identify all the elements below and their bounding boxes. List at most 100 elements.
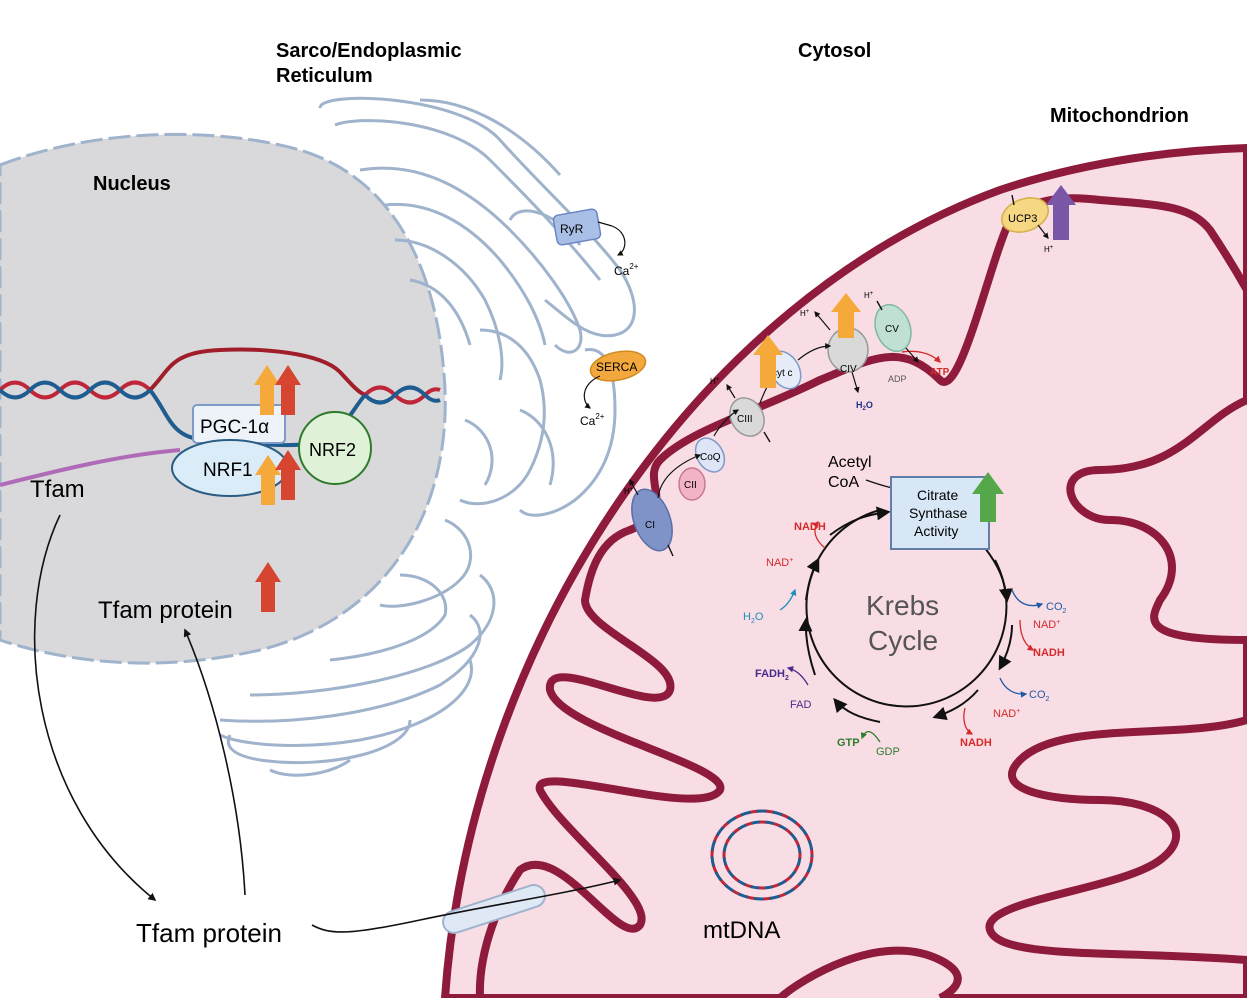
proton-pump-arrow [629, 478, 639, 496]
nucleus-label: Nucleus [93, 173, 171, 195]
fadh2-label: FADH2 [755, 668, 789, 682]
atp-synthesis-arrow [901, 350, 941, 363]
mtdna-circle [710, 809, 814, 901]
ciii-label: CIII [737, 414, 753, 425]
tfam-gene-strand [0, 448, 181, 487]
krebs-cycle [798, 479, 1013, 723]
dna-bubble-red [148, 347, 366, 397]
fad-label: FAD [790, 699, 811, 711]
citrate-synthase-label-line2: Synthase [909, 505, 968, 521]
electron-transport-chain [631, 197, 1049, 552]
complex-v [874, 303, 912, 353]
atp-label: ATP [930, 367, 950, 378]
er-cisterna [226, 719, 412, 765]
civ-water-arrow [851, 371, 860, 394]
fadh2-side-arrow [786, 666, 809, 686]
mito-crista [777, 946, 962, 998]
mito-outer-membrane [440, 143, 1247, 998]
water-side-arrow [779, 588, 797, 611]
serca-label: SERCA [596, 360, 637, 374]
cv-proton-arrow [905, 347, 919, 363]
ca-release-label: Ca2+ [614, 262, 639, 278]
citrate-synthase-increase-arrow [972, 472, 1004, 522]
ca-uptake-label: Ca2+ [580, 412, 605, 428]
cycle-step-arrow [829, 506, 891, 536]
civ-label: CIV [840, 364, 857, 375]
complex-iii [729, 397, 765, 437]
krebs-title: Krebs [866, 590, 939, 621]
cii-label: CII [684, 480, 697, 491]
er-cisterna [519, 408, 555, 486]
up-arrow-red [275, 450, 301, 500]
sr-label-line2: Reticulum [276, 65, 373, 87]
nuclear-envelope [0, 132, 447, 665]
citrate-synthase-label-line3: Activity [914, 523, 958, 539]
up-arrow-orange [255, 455, 281, 505]
complex-i [631, 488, 673, 552]
tfam-export-arrow [33, 514, 157, 902]
nadh-label: NADH [794, 521, 826, 533]
electron-flow-arrow [713, 409, 740, 437]
er-cisterna [249, 573, 496, 697]
proton-label: H+ [1044, 245, 1054, 254]
co2-label: CO2 [1029, 689, 1050, 703]
er-cisterna [459, 328, 546, 506]
nrf1-label: NRF1 [203, 460, 253, 481]
tfam-protein-nucleus-label: Tfam protein [98, 597, 233, 624]
mito-crista [985, 716, 1247, 964]
mitochondrion [440, 143, 1247, 998]
er-cisterna [329, 573, 448, 662]
membrane-tick [763, 431, 771, 443]
proton-label: H+ [864, 291, 874, 300]
coenzyme-q [694, 437, 726, 473]
proton-label: H+ [800, 309, 810, 318]
nadh-side-arrow [1019, 619, 1035, 651]
er-cisterna [384, 202, 547, 346]
dna-strand-red [0, 380, 152, 400]
cycle-step-arrow [984, 547, 1013, 603]
krebs-title-line2: Cycle [868, 625, 938, 656]
pgc1a-label: PGC-1α [200, 417, 269, 438]
pgc1a-increase-arrows [254, 365, 301, 415]
nadh-side-arrow [963, 707, 974, 735]
ucp3 [1001, 197, 1049, 233]
cytc-increase-arrow [753, 335, 783, 388]
coq-label: CoQ [700, 452, 721, 463]
adp-label: ADP [888, 374, 907, 384]
nad-label: NAD+ [766, 557, 793, 569]
tfam-protein-cytosol-label: Tfam protein [136, 918, 282, 948]
citrate-synthase-label: Citrate [917, 487, 958, 503]
cycle-step-arrow [998, 624, 1013, 671]
cycle-step-arrow [805, 557, 820, 601]
porin-channel [442, 884, 546, 934]
cytc-label: cyt c [772, 368, 793, 379]
er-cisterna [419, 98, 562, 176]
acetyl-coa-label-line2: CoA [828, 474, 859, 491]
acetyl-coa-label: Acetyl [828, 454, 872, 471]
proton-pump-arrow [726, 383, 736, 399]
er-cisterna [409, 278, 472, 346]
tfam-gene-label: Tfam [30, 476, 85, 503]
dna-strand-blue [0, 380, 152, 400]
mito-crista [1066, 396, 1247, 644]
gtp-label: GTP [837, 737, 860, 749]
ucp3-label: UCP3 [1008, 213, 1037, 225]
er-cisterna [219, 659, 473, 747]
complex-ii [678, 467, 706, 501]
sarcoplasmic-reticulum [219, 96, 636, 777]
er-cisterna [464, 418, 494, 486]
nad-label: NAD+ [1033, 619, 1060, 631]
serca-pump [583, 350, 647, 409]
nrf2-label: NRF2 [309, 440, 356, 460]
cytosol-label: Cytosol [798, 40, 871, 62]
electron-flow-arrow [657, 453, 702, 499]
water-label: H2O [743, 611, 764, 625]
proton-pump-arrow [814, 311, 831, 331]
mtdna-label: mtDNA [703, 917, 780, 944]
gdp-label: GDP [876, 746, 900, 758]
ucp3-increase-arrow [1046, 185, 1076, 240]
nucleus [0, 132, 447, 665]
proton-label: H+ [624, 487, 634, 496]
nadh-label: NADH [960, 737, 992, 749]
